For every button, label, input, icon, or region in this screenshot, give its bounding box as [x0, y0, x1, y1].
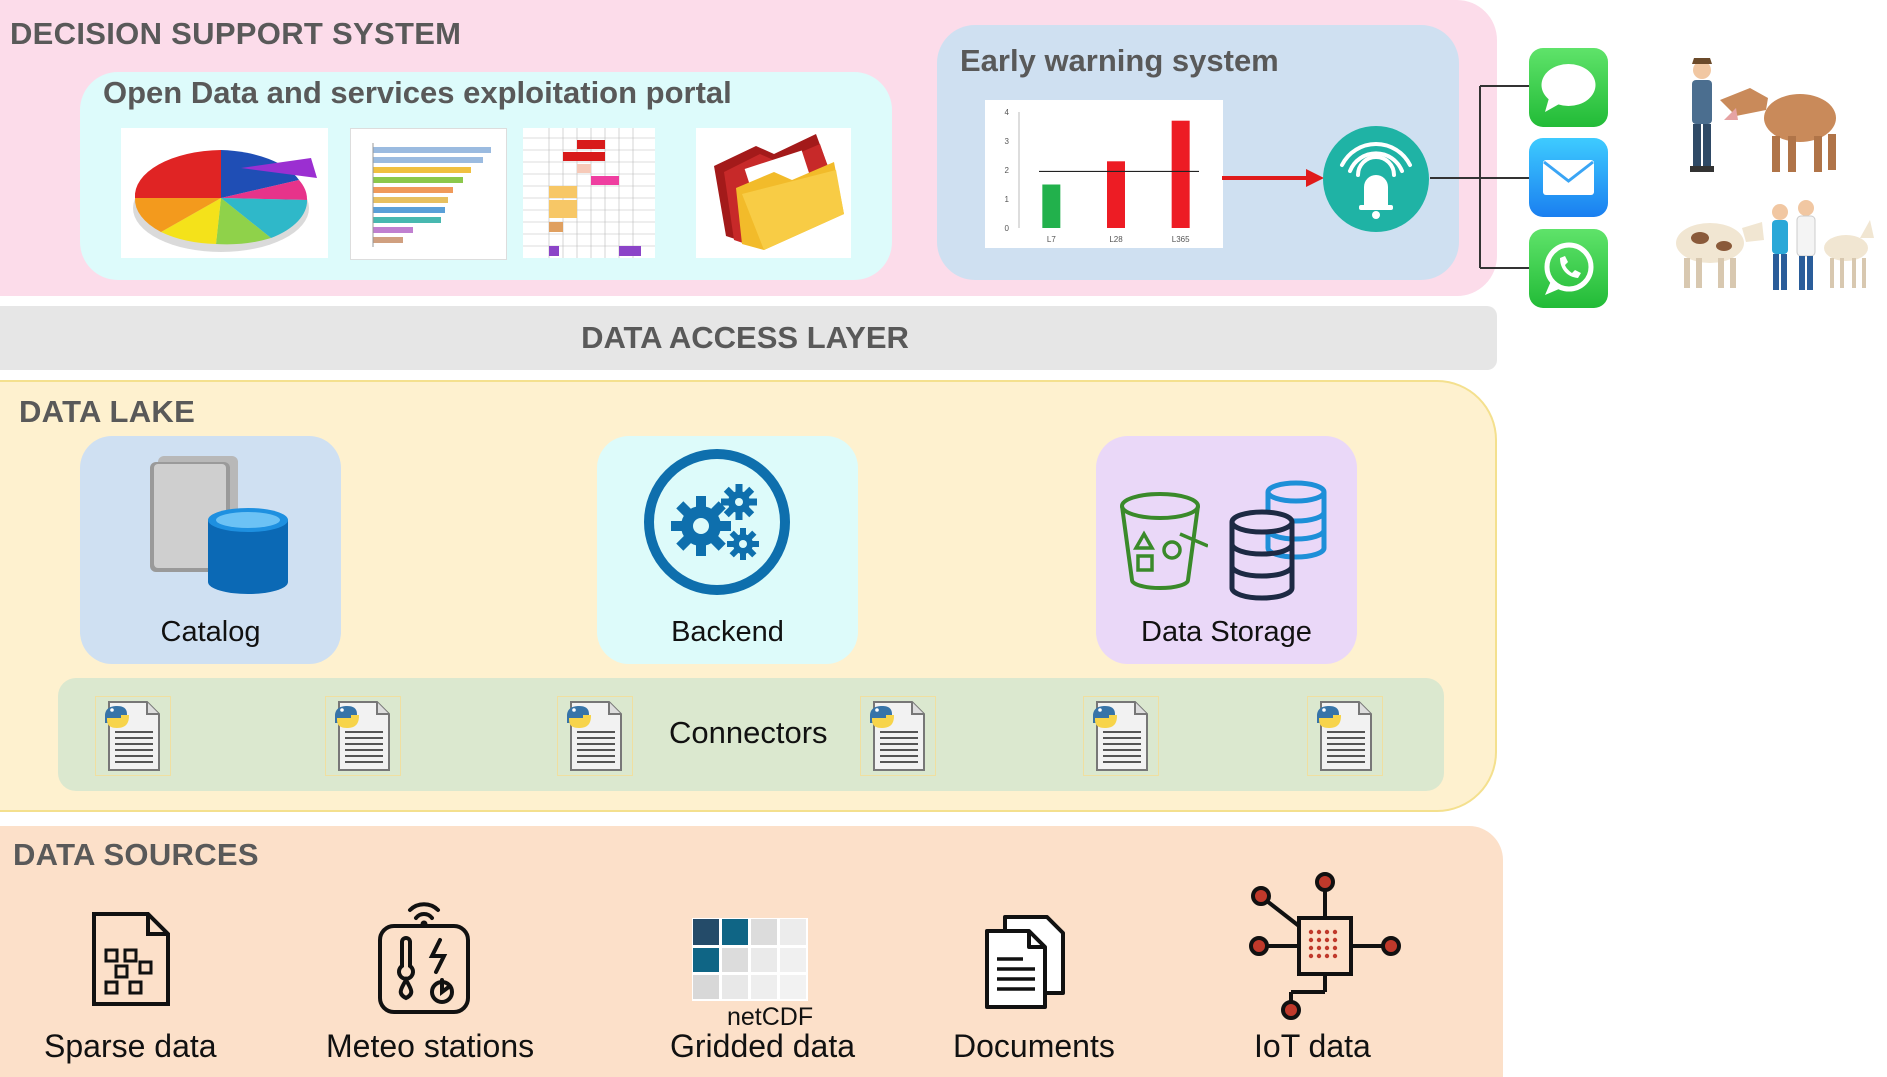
y-tick-label: 1 — [1005, 195, 1010, 204]
data-lake-title: DATA LAKE — [19, 394, 196, 429]
dss-title: DECISION SUPPORT SYSTEM — [10, 16, 462, 51]
y-tick-label: 4 — [1005, 108, 1010, 117]
red-arrow-icon — [1222, 169, 1324, 187]
python-connector-icon — [557, 696, 633, 776]
whatsapp-icon — [1529, 229, 1608, 308]
python-connector-icon — [1083, 696, 1159, 776]
data-access-layer-panel — [0, 306, 1497, 370]
catalog-box: Catalog — [80, 436, 341, 664]
x-tick-label: L365 — [1172, 235, 1190, 244]
ews-bar — [1042, 184, 1061, 228]
x-tick-label: L7 — [1047, 235, 1056, 244]
gridded-data-icon — [692, 918, 808, 1001]
data-storage-box: Data Storage — [1096, 436, 1357, 664]
bar-chart-icon — [372, 143, 491, 247]
ews-title: Early warning system — [960, 43, 1279, 78]
alarm-bell-icon — [1323, 126, 1429, 232]
meteo-station-icon — [378, 902, 470, 1014]
farmer-with-cow-icon — [1690, 58, 1836, 172]
meteo-stations-label: Meteo stations — [326, 1028, 535, 1064]
gridded-data-label: Gridded data — [670, 1028, 856, 1064]
ews-bar — [1107, 161, 1125, 228]
data-sources-title: DATA SOURCES — [13, 837, 259, 872]
pie-chart-icon — [133, 150, 317, 252]
horizontal-bar-chart-thumbnail — [350, 128, 507, 260]
connectors-bar — [58, 678, 1444, 791]
pie-chart-thumbnail — [121, 128, 328, 258]
documents-label: Documents — [953, 1028, 1115, 1064]
data-bucket-icon — [1120, 492, 1208, 590]
backend-label: Backend — [671, 616, 784, 648]
folders-thumbnail — [696, 128, 851, 258]
ews-bar-chart-svg: 0 1 2 3 4L7 L28 L365 — [1005, 108, 1199, 244]
sparse-data-icon — [92, 912, 170, 1006]
folders-icon — [714, 134, 844, 250]
data-storage-label: Data Storage — [1141, 616, 1312, 648]
backend-box: Backend — [597, 436, 858, 664]
gears-icon — [644, 449, 790, 595]
y-tick-label: 0 — [1005, 224, 1010, 233]
database-stack-icon — [1229, 480, 1327, 601]
catalog-database-icon — [150, 456, 288, 594]
x-tick-label: L28 — [1109, 235, 1123, 244]
schedule-grid-thumbnail — [523, 128, 655, 258]
documents-icon — [985, 915, 1065, 1009]
python-connector-icon — [860, 696, 936, 776]
python-connector-icon — [1307, 696, 1383, 776]
data-access-layer-title: DATA ACCESS LAYER — [581, 320, 909, 355]
vets-with-livestock-icon — [1676, 200, 1874, 290]
mail-icon — [1529, 138, 1608, 217]
messages-icon — [1529, 48, 1608, 127]
python-connector-icon — [95, 696, 171, 776]
y-tick-label: 3 — [1005, 137, 1010, 146]
grid-chart-icon — [523, 128, 655, 258]
iot-data-label: IoT data — [1254, 1028, 1371, 1064]
iot-icon — [1249, 872, 1401, 1020]
portal-title: Open Data and services exploitation port… — [103, 75, 732, 110]
python-connector-icon — [325, 696, 401, 776]
connectors-label: Connectors — [669, 715, 828, 750]
y-tick-label: 2 — [1005, 166, 1010, 175]
ews-bar — [1171, 120, 1190, 228]
catalog-label: Catalog — [160, 616, 261, 648]
sparse-data-label: Sparse data — [44, 1028, 217, 1064]
netcdf-label: netCDF — [727, 1003, 814, 1031]
channel-connector-lines — [1430, 85, 1530, 269]
